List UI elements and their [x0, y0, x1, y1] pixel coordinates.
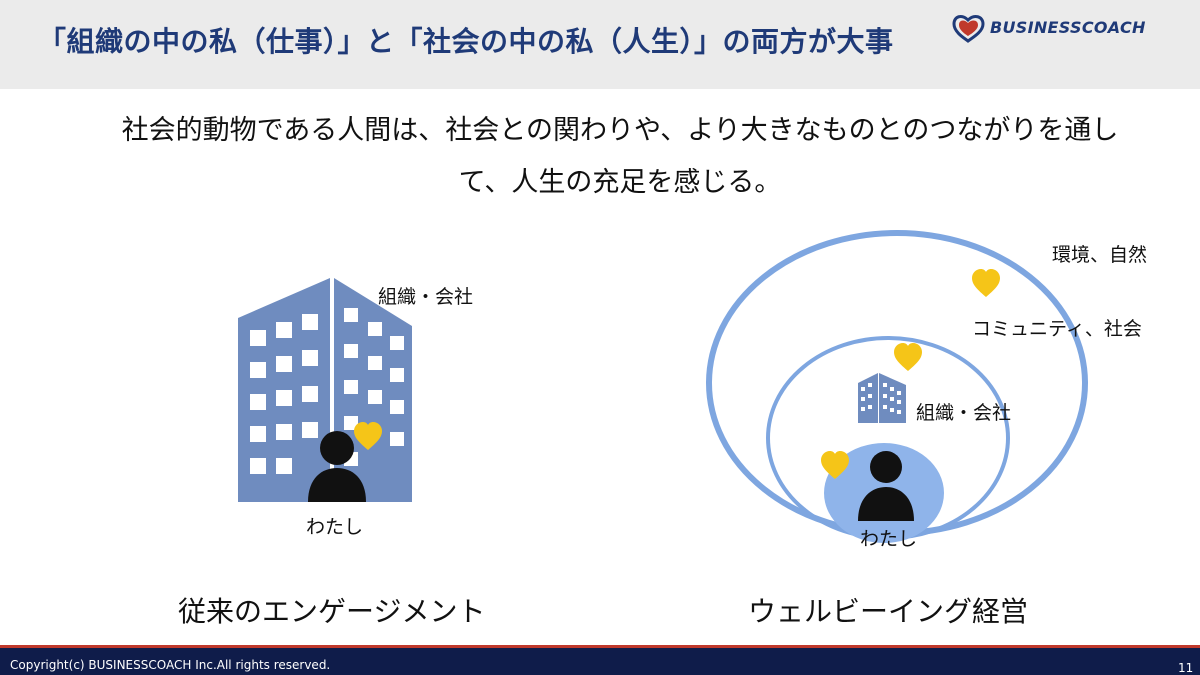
- right-caption: ウェルビーイング経営: [748, 595, 1029, 628]
- right-org-label: 組織・会社: [916, 402, 1012, 424]
- building-icon: [858, 373, 906, 423]
- person-icon: [858, 451, 914, 521]
- person-icon: [308, 431, 366, 502]
- right-diagram: [706, 230, 1088, 543]
- community-label: コミュニティ、社会: [972, 318, 1142, 340]
- logo-mark-icon: [952, 15, 985, 43]
- outer-circle-label: 環境、自然: [1052, 244, 1148, 266]
- page-title: 「組織の中の私（仕事）」と「社会の中の私（人生）」の両方が大事: [38, 25, 894, 58]
- page-number: 11: [1178, 661, 1194, 675]
- left-caption: 従来のエンゲージメント: [178, 595, 486, 628]
- heart-icon: [972, 269, 1000, 297]
- heart-icon: [354, 422, 382, 450]
- lead-text-line1: 社会的動物である人間は、社会との関わりや、より大きなものとのつながりを通し: [121, 115, 1119, 146]
- right-me-label: わたし: [860, 528, 918, 550]
- left-me-label: わたし: [306, 516, 364, 538]
- company-logo: BUSINESSCOACH: [950, 10, 1180, 44]
- copyright-text: Copyright(c) BUSINESSCOACH Inc.All right…: [10, 658, 331, 672]
- building-icon: [238, 278, 412, 502]
- left-diagram: [238, 278, 412, 502]
- lead-text-line2: て、人生の充足を感じる。: [458, 167, 782, 198]
- footer-bar: Copyright(c) BUSINESSCOACH Inc.All right…: [0, 645, 1200, 675]
- logo-text: BUSINESSCOACH: [990, 18, 1146, 37]
- heart-icon: [821, 451, 849, 479]
- header-bar: 「組織の中の私（仕事）」と「社会の中の私（人生）」の両方が大事 BUSINESS…: [0, 0, 1200, 89]
- heart-icon: [894, 343, 922, 371]
- left-org-label: 組織・会社: [378, 286, 474, 308]
